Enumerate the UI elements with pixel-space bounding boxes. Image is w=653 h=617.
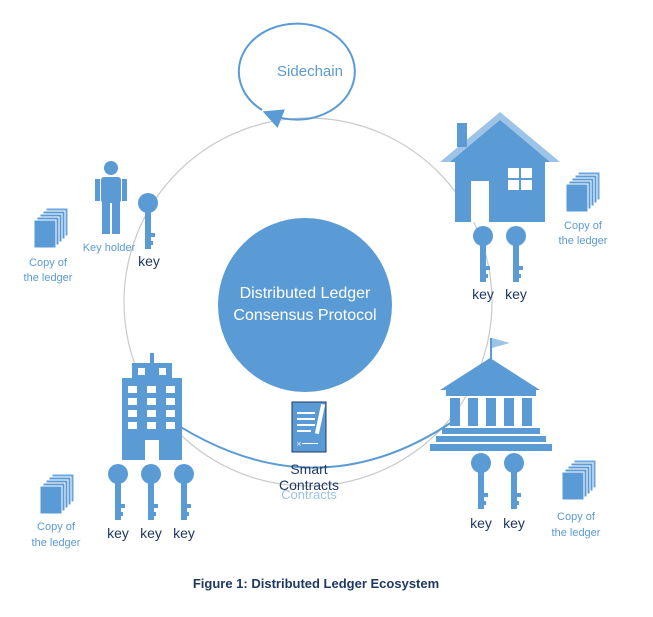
center-line-2: Consensus Protocol bbox=[233, 307, 376, 324]
key-label: key bbox=[505, 286, 527, 302]
smart-label-1: Smart bbox=[290, 461, 327, 477]
key-label: key bbox=[470, 515, 492, 531]
ledger-stack-icon bbox=[39, 473, 75, 515]
key-holder-label: Key holder bbox=[83, 242, 136, 254]
key-label: key bbox=[107, 525, 129, 541]
contract-arc bbox=[154, 409, 456, 469]
copy-label-line-1: Copy of bbox=[557, 511, 596, 523]
copy-label-line-2: the ledger bbox=[32, 537, 81, 549]
person-icon bbox=[95, 161, 127, 234]
copy-label-line-1: Copy of bbox=[29, 257, 68, 269]
figure-caption: Figure 1: Distributed Ledger Ecosystem bbox=[193, 576, 439, 591]
smart-label-2: Contracts bbox=[279, 477, 339, 493]
svg-text:×: × bbox=[296, 440, 302, 448]
smart-contract-icon: × bbox=[291, 401, 327, 453]
sidechain-loop-icon bbox=[237, 22, 356, 128]
key-icon bbox=[471, 453, 491, 509]
key-label: key bbox=[503, 515, 525, 531]
copy-label-line-2: the ledger bbox=[559, 235, 608, 247]
ledger-stack-icon bbox=[561, 459, 597, 501]
key-icon bbox=[138, 193, 158, 249]
key-label: key bbox=[140, 525, 162, 541]
smart-label-shadow: Contracts bbox=[281, 487, 337, 502]
sidechain-label: Sidechain bbox=[277, 63, 343, 80]
key-label: key bbox=[173, 525, 195, 541]
consensus-circle bbox=[218, 218, 392, 392]
key-label: key bbox=[472, 286, 494, 302]
center-line-1: Distributed Ledger bbox=[240, 285, 371, 302]
ledger-stack-icon bbox=[33, 207, 69, 249]
copy-label-line-1: Copy of bbox=[37, 521, 76, 533]
ledger-stack-icon bbox=[565, 171, 601, 213]
key-icon bbox=[174, 464, 194, 520]
key-icon bbox=[506, 226, 526, 282]
copy-label-line-2: the ledger bbox=[24, 272, 73, 284]
office-building-icon bbox=[122, 353, 182, 460]
key-icon bbox=[141, 464, 161, 520]
key-label: key bbox=[138, 253, 160, 269]
copy-label-line-1: Copy of bbox=[564, 220, 603, 232]
copy-label-line-2: the ledger bbox=[552, 527, 601, 539]
key-icon bbox=[108, 464, 128, 520]
key-icon bbox=[504, 453, 524, 509]
bank-icon bbox=[430, 338, 552, 451]
house-icon bbox=[440, 112, 560, 222]
